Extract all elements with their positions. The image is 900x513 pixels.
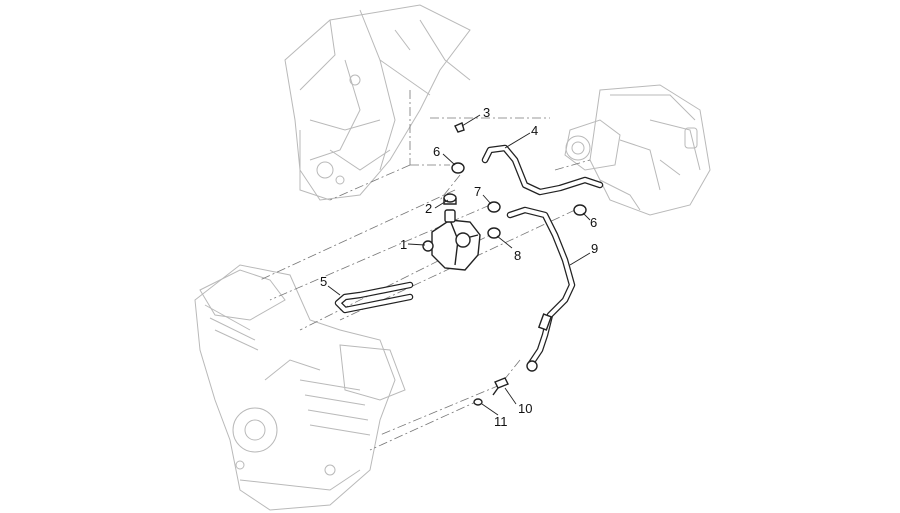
callout-11: 11	[494, 414, 508, 429]
callout-4: 4	[531, 123, 538, 138]
hose-5	[334, 281, 414, 314]
callout-6-right: 6	[590, 215, 597, 230]
airbox-ghost	[564, 84, 711, 216]
frame-ghost	[284, 4, 471, 201]
fitting-parts	[443, 122, 587, 406]
callout-8: 8	[514, 248, 521, 263]
callout-1: 1	[400, 237, 407, 252]
callout-2: 2	[425, 201, 432, 216]
leader-lines	[327, 114, 591, 416]
valve-body-part	[422, 209, 481, 271]
hose-4	[481, 144, 604, 196]
callout-10: 10	[518, 401, 532, 416]
hose-9	[506, 206, 576, 372]
callout-3: 3	[483, 105, 490, 120]
callout-labels: 1 2 3 4 5 6 6 7 8 9 10 11	[320, 105, 598, 429]
callout-5: 5	[320, 274, 327, 289]
engine-ghost	[194, 264, 406, 511]
callout-7: 7	[474, 184, 481, 199]
callout-9: 9	[591, 241, 598, 256]
callout-6-left: 6	[433, 144, 440, 159]
